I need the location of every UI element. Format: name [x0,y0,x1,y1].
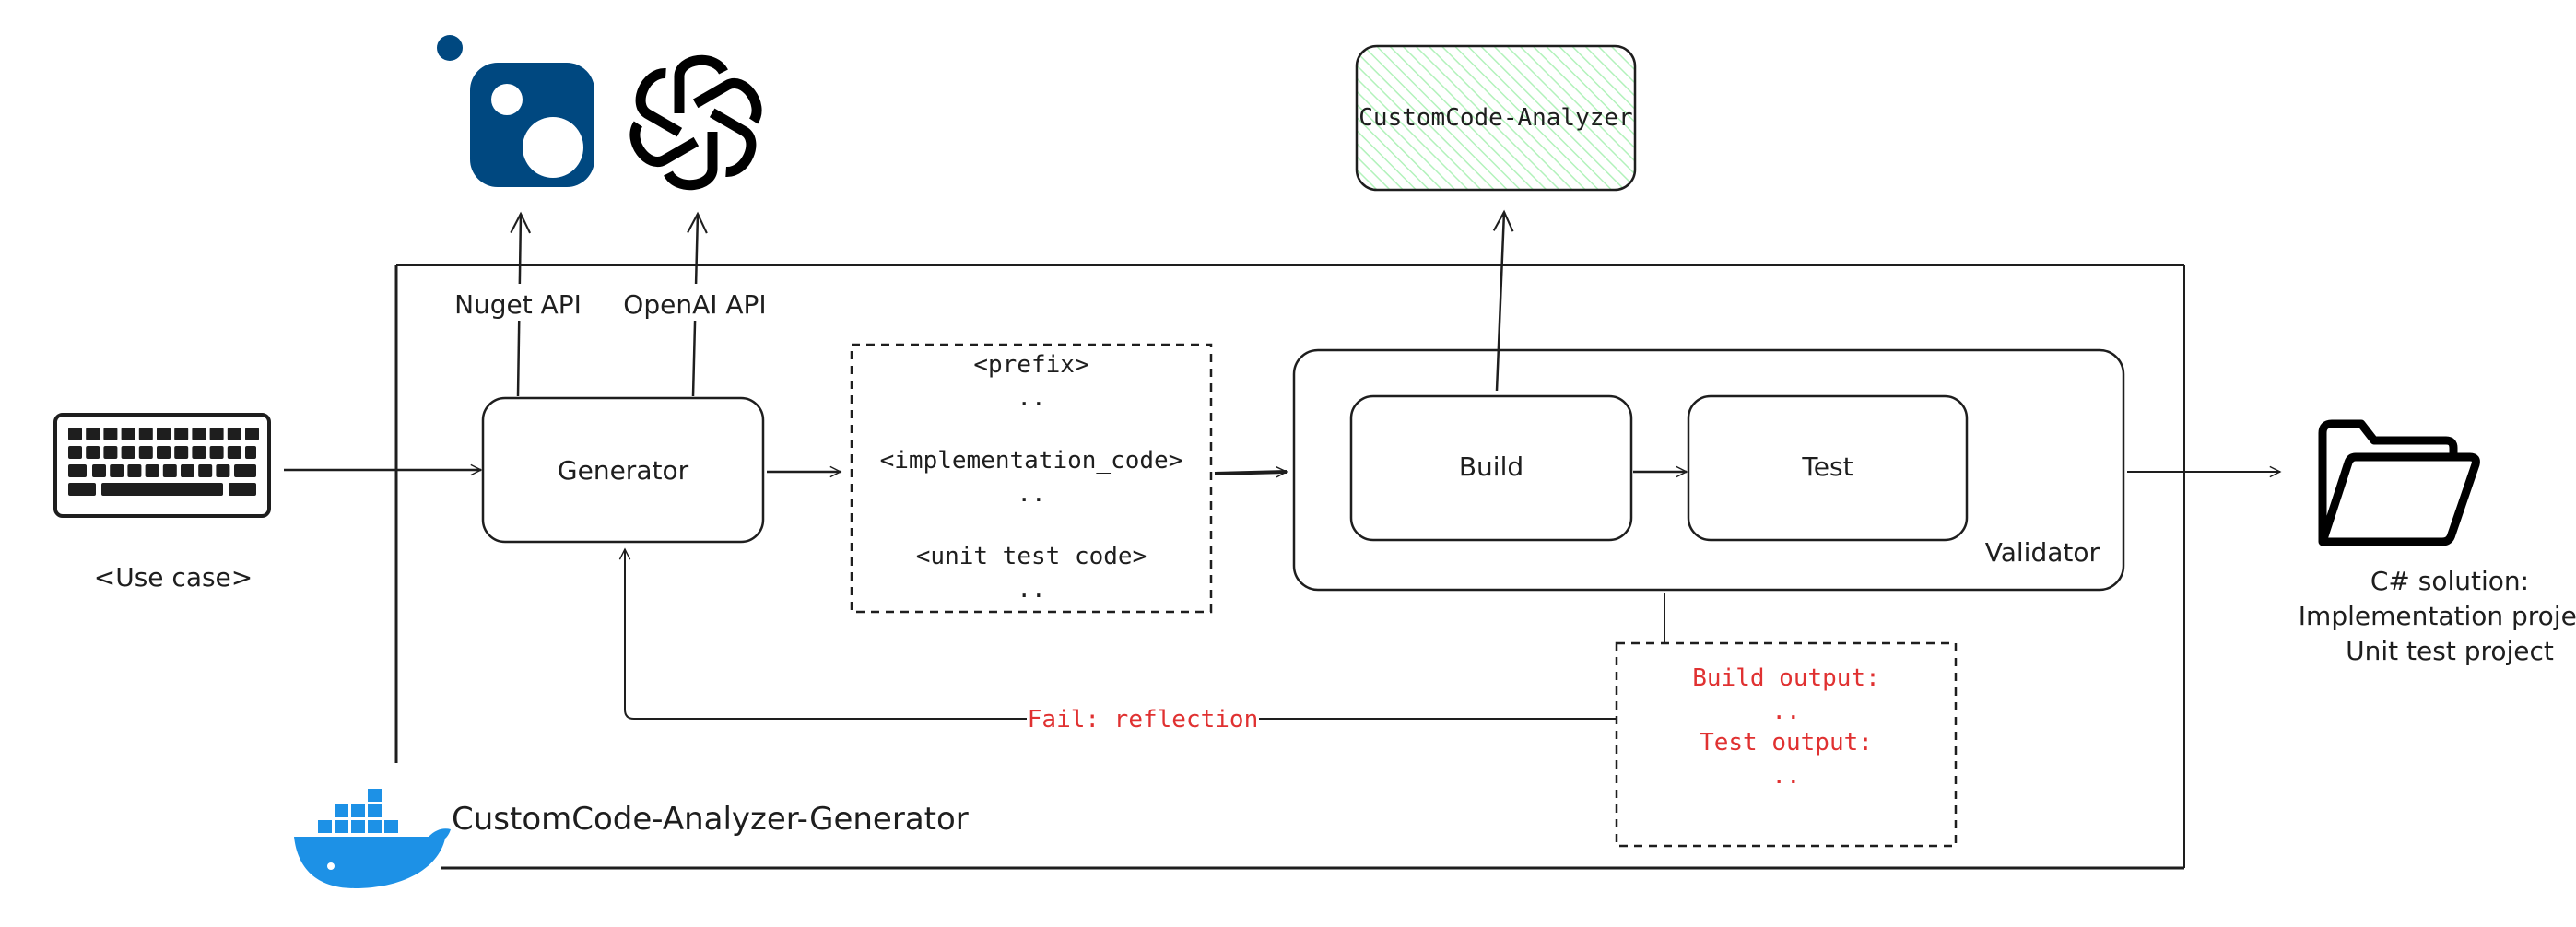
keyboard-key [68,464,87,477]
output-line: Test output: [1700,729,1873,757]
keyboard-key [68,483,96,496]
docker-whale-icon [294,789,451,888]
keyboard-key [192,446,206,459]
output-line: .. [1771,698,1800,725]
keyboard-key [121,428,135,440]
prompt-template-box [850,343,1213,614]
generator-box [481,396,765,544]
keyboard-key [68,446,82,459]
template-line: <unit_test_code> [916,543,1147,570]
nuget-api-label: Nuget API [454,289,582,320]
template-line: .. [1017,384,1045,412]
output-line: Unit test project [2346,636,2554,666]
keyboard-key [198,464,213,477]
template-line: .. [1017,576,1045,604]
keyboard-key [209,428,224,440]
analyzer-box [1355,44,1637,192]
keyboard-key [103,428,118,440]
keyboard-key [234,464,256,477]
keyboard-key [121,446,135,459]
input-label: <Use case> [94,562,253,593]
keyboard-key [86,428,100,440]
keyboard-key [245,446,256,459]
keyboard-key [227,446,241,459]
keyboard-key [145,464,159,477]
feedback-label: Fail: reflection [1028,706,1258,733]
keyboard-key [174,428,189,440]
output-line: Implementation project [2299,601,2576,631]
keyboard-key [92,464,106,477]
output-line: C# solution: [2370,566,2529,596]
keyboard-key [86,446,100,459]
test-label: Test [1801,452,1853,482]
container-title: CustomCode-Analyzer-Generator [452,801,969,838]
keyboard-key [229,483,256,496]
keyboard-key [209,446,224,459]
generator-label: Generator [558,455,689,486]
template-line: <prefix> [973,351,1088,379]
analyzer-label: CustomCode-Analyzer [1359,104,1632,132]
template-line: .. [1017,480,1045,508]
keyboard-key [157,428,171,440]
validator-label: Validator [1985,537,2100,568]
keyboard-key [101,483,223,496]
keyboard-key [216,464,230,477]
keyboard-key [181,464,194,477]
template-to-validator-arrow [1214,472,1287,474]
keyboard-key [110,464,124,477]
keyboard-key [103,446,118,459]
validation-output-box [1615,641,1958,848]
keyboard-icon [53,413,271,518]
keyboard-key [162,464,177,477]
openai-logo-icon [629,54,762,191]
keyboard-key [227,428,241,440]
container-box [394,264,2185,870]
folder-icon [2318,419,2480,546]
keyboard-key [192,428,206,440]
keyboard-key [68,428,82,440]
build-label: Build [1459,452,1523,482]
build-box [1349,394,1633,542]
keyboard-key [127,464,142,477]
output-line: Build output: [1692,664,1880,692]
build-to-analyzer-arrow [1492,209,1514,392]
keyboard-key [138,446,153,459]
test-box [1687,394,1969,542]
openai-api-label: OpenAI API [623,289,766,320]
nuget-logo-icon [437,35,594,187]
keyboard-key [157,446,171,459]
keyboard-key [174,446,189,459]
output-line: .. [1771,762,1800,790]
keyboard-key [138,428,153,440]
template-line: <implementation_code> [880,447,1183,475]
keyboard-key [245,428,259,440]
